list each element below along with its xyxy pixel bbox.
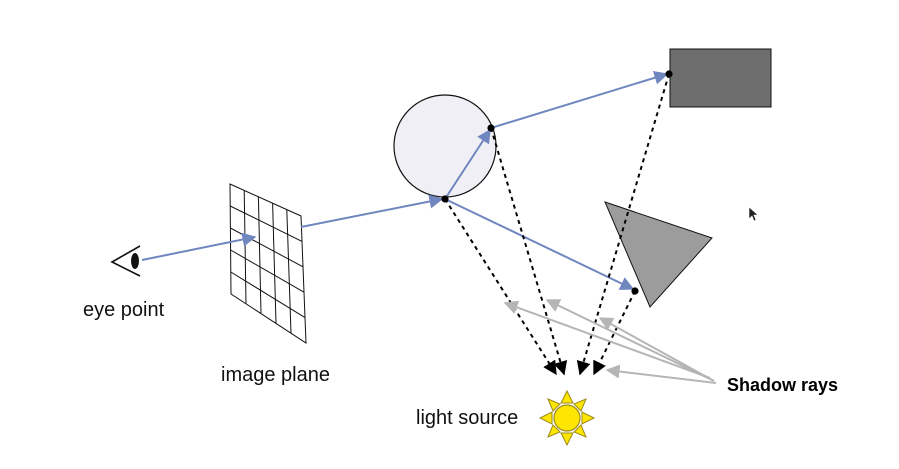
triangle-object xyxy=(604,201,713,308)
mouse-cursor-icon xyxy=(748,206,759,222)
ray-sphere-to-box xyxy=(490,71,669,129)
sun-icon xyxy=(538,389,596,447)
shadow-ray-1 xyxy=(444,198,557,376)
box-object xyxy=(669,48,772,108)
intersection-point xyxy=(631,287,639,295)
light-source-label: light source xyxy=(416,407,518,429)
intersection-point xyxy=(487,124,495,132)
image-plane-label: image plane xyxy=(221,364,330,386)
eye-icon xyxy=(110,245,141,277)
shadow-rays-pointer-2 xyxy=(545,299,713,381)
eye-point-label: eye point xyxy=(83,299,165,321)
shadow-ray-2 xyxy=(490,127,568,376)
shadow-rays-label: Shadow rays xyxy=(727,375,838,395)
shadow-rays-pointer-3 xyxy=(598,317,715,382)
primary-ray-plane-to-sphere xyxy=(300,194,444,228)
intersection-point xyxy=(441,195,449,203)
intersection-point xyxy=(665,70,673,78)
primary-ray-eye-to-plane xyxy=(141,232,257,261)
reflected-ray-sphere-to-triangle xyxy=(444,198,635,290)
shadow-rays-pointer-1 xyxy=(503,300,711,379)
image-plane-grid xyxy=(229,183,307,344)
shadow-rays-pointer-4 xyxy=(605,364,717,384)
refracted-ray-inside-sphere xyxy=(444,128,491,200)
